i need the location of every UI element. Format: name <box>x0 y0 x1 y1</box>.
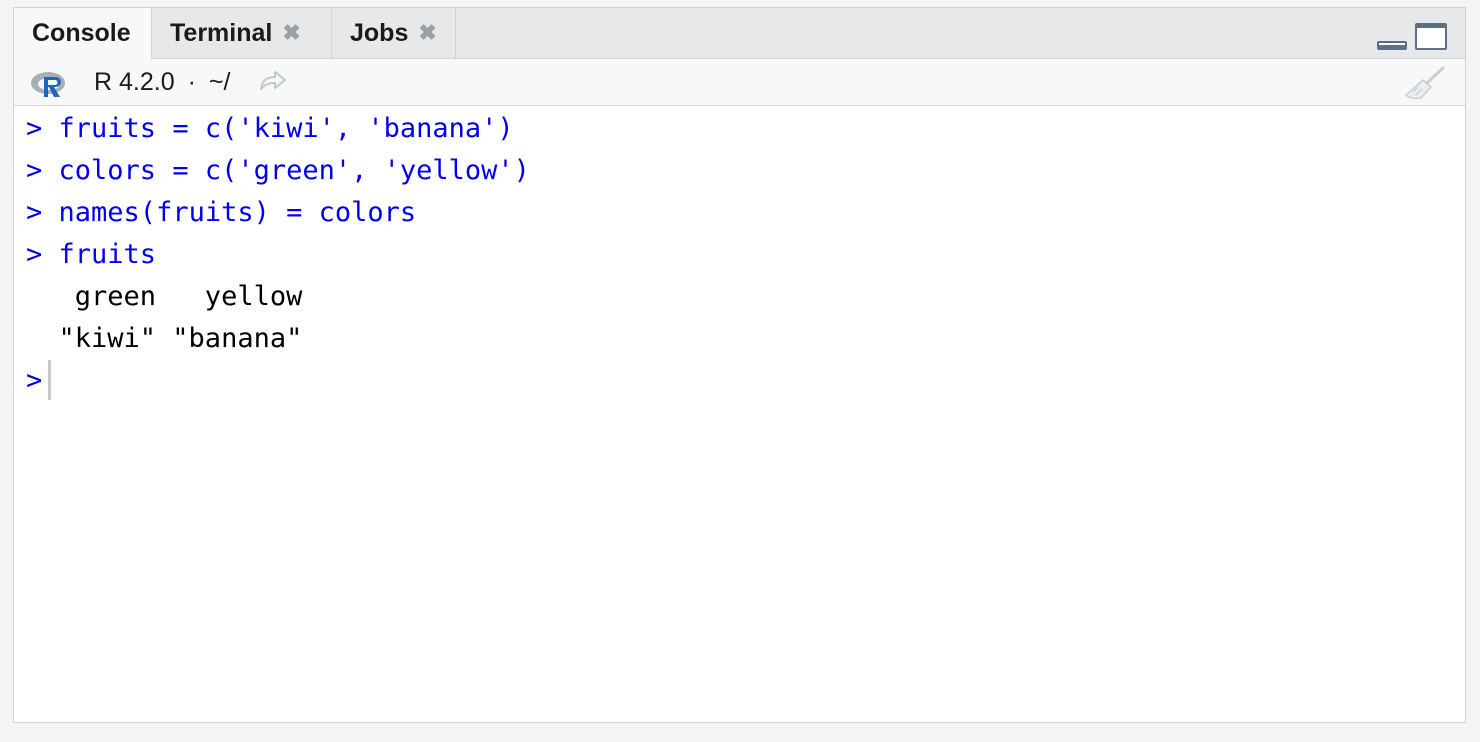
tab-console-label: Console <box>32 19 131 47</box>
tab-terminal[interactable]: Terminal ✖ <box>152 8 332 58</box>
console-location: R 4.2.0 · ~/ <box>94 68 230 97</box>
console-input-text: fruits <box>58 239 157 270</box>
follow-directory-icon[interactable] <box>258 69 288 93</box>
console-line: > fruits = c('kiwi', 'banana') <box>14 108 1465 150</box>
console-line: > colors = c('green', 'yellow') <box>14 150 1465 192</box>
prompt: > <box>26 197 43 228</box>
text-cursor <box>48 359 52 400</box>
minimize-icon[interactable] <box>1377 41 1407 50</box>
tab-jobs-close-icon[interactable]: ✖ <box>418 20 437 45</box>
separator: · <box>187 68 196 96</box>
tab-terminal-close-icon[interactable]: ✖ <box>282 20 301 45</box>
prompt: > <box>26 365 43 396</box>
console-input-line[interactable]: > <box>14 359 1465 402</box>
tab-bar: Console Terminal ✖ Jobs ✖ <box>14 8 1465 59</box>
console-line: > names(fruits) = colors <box>14 192 1465 234</box>
working-directory[interactable]: ~/ <box>208 68 231 96</box>
console-input-text: names(fruits) = colors <box>58 197 417 228</box>
console-input-text: fruits = c('kiwi', 'banana') <box>58 113 514 144</box>
maximize-icon[interactable] <box>1415 23 1447 50</box>
tab-jobs-label: Jobs <box>350 18 409 47</box>
clear-console-icon[interactable] <box>1403 65 1447 101</box>
console-pane: Console Terminal ✖ Jobs ✖ R 4.2.0 · ~/ <box>13 7 1466 723</box>
console-output[interactable]: > fruits = c('kiwi', 'banana') > colors … <box>14 106 1465 722</box>
console-input-text: colors = c('green', 'yellow') <box>58 155 530 186</box>
tab-terminal-label: Terminal <box>170 18 273 47</box>
console-output-text: green yellow <box>26 281 303 312</box>
console-line: > fruits <box>14 234 1465 276</box>
prompt: > <box>26 113 43 144</box>
tab-console[interactable]: Console <box>14 8 152 59</box>
prompt: > <box>26 155 43 186</box>
console-toolbar: R 4.2.0 · ~/ <box>14 59 1465 106</box>
console-output-text: "kiwi" "banana" <box>26 323 303 354</box>
tab-jobs[interactable]: Jobs ✖ <box>332 8 456 58</box>
r-logo-icon <box>31 72 65 97</box>
prompt: > <box>26 239 43 270</box>
r-version: R 4.2.0 <box>94 68 175 96</box>
